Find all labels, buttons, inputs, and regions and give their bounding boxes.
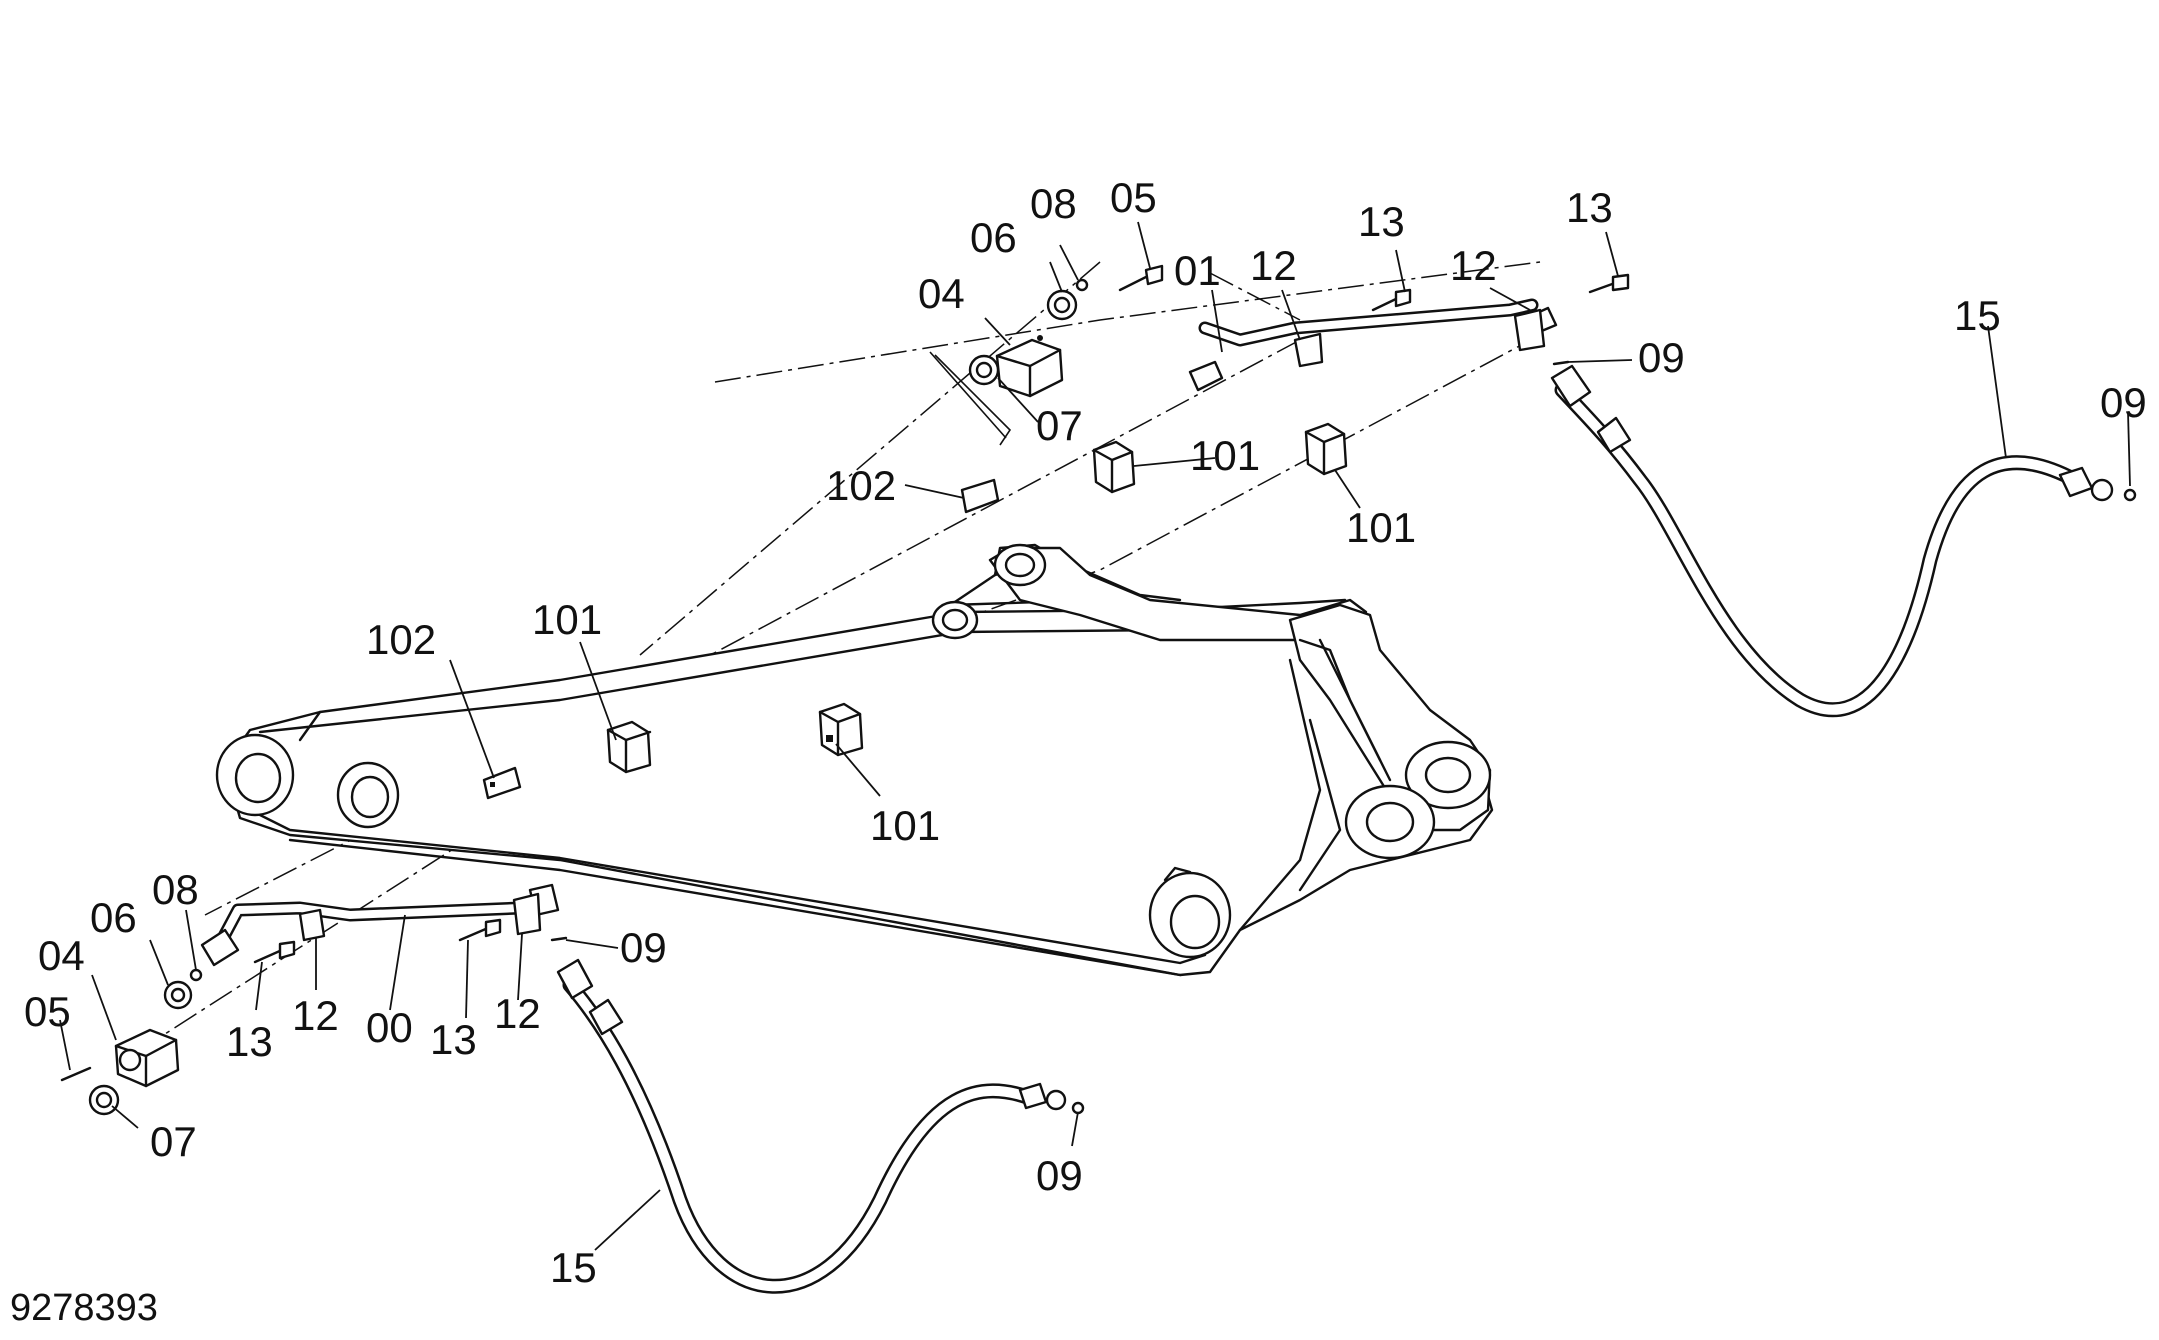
clamp-12-lower-b [512,892,542,936]
callout-13-bottom-b: 13 [430,1016,477,1063]
pipe-01 [1188,298,1558,392]
clamp-101-on-boom-right [818,702,864,757]
callout-13-top-b: 13 [1566,184,1613,231]
callout-05-bottom: 05 [24,988,71,1035]
callout-101-a: 101 [1190,432,1260,479]
hose-15-upper [1550,364,2137,718]
callout-101-d: 101 [870,802,940,849]
callout-12-bottom-a: 12 [292,992,339,1039]
block-04-lower [114,1028,180,1088]
callout-102-top: 102 [826,462,896,509]
callout-09-top-right: 09 [2100,379,2147,426]
boom-mounted-parts [482,702,864,800]
callout-12-top-a: 12 [1250,242,1297,289]
fitting-06-lower [163,980,193,1010]
callout-06-bottom: 06 [90,894,137,941]
clamp-12-lower-a [298,908,326,942]
callout-15-top: 15 [1954,292,2001,339]
bolt-13-upper-a [1371,288,1412,312]
clamp-12-upper-a [1293,332,1324,368]
upper-lug-plate [988,546,1368,642]
callout-101-b: 101 [1346,504,1416,551]
plug-07-upper [968,354,1000,386]
callout-12-bottom-b: 12 [494,990,541,1037]
clamp-12-upper-b [1513,308,1546,352]
callout-12-top-b: 12 [1450,242,1497,289]
callout-07-bottom: 07 [150,1118,197,1165]
bolt-13-upper-b [1588,273,1630,294]
oring-08-upper [1075,278,1089,292]
clamp-101-upper-b [1304,422,1348,476]
callout-13-top-a: 13 [1358,198,1405,245]
callout-101-c: 101 [532,596,602,643]
drawing-number: 9278393 [10,1287,158,1329]
callout-09-bottom-mid: 09 [620,924,667,971]
block-04-upper [995,335,1064,398]
pipe-00 [200,883,560,967]
leader-lines [59,221,2131,1251]
clamp-101-upper-a [1092,440,1136,494]
seal-09-lower [550,936,568,942]
callout-13-bottom-a: 13 [226,1018,273,1065]
bolt-13-lower-b [458,918,502,942]
plug-07-lower [88,1084,120,1116]
clamp-101-on-boom-left [606,720,652,774]
oring-08-lower [189,968,203,982]
callout-04-top: 04 [918,270,965,317]
upper-pipe-assembly [960,264,2137,718]
callout-08-bottom: 08 [152,866,199,913]
fitting-06-upper [1046,289,1078,321]
lower-pipe-assembly [60,883,1085,1294]
plate-102-upper [960,478,1000,514]
boom-arm [215,543,1494,977]
callout-102-mid: 102 [366,616,436,663]
callout-01: 01 [1174,247,1221,294]
callout-08-top: 08 [1030,180,1077,227]
bolt-13-lower-a [253,940,296,964]
callout-05-top: 05 [1110,174,1157,221]
plate-102-on-boom [482,766,522,800]
callout-15-bottom: 15 [550,1244,597,1291]
callout-labels: 08 05 06 01 12 13 12 13 04 15 09 09 07 1… [10,174,2147,1329]
callout-00: 00 [366,1004,413,1051]
bolt-05-lower [60,1048,142,1082]
callout-07-top: 07 [1036,402,1083,449]
bolt-05-upper [1118,264,1164,292]
callout-09-top-mid: 09 [1638,334,1685,381]
callout-09-bottom-right: 09 [1036,1152,1083,1199]
callout-04-bottom: 04 [38,932,85,979]
callout-06-top: 06 [970,214,1017,261]
hose-15-lower [556,958,1085,1294]
seal-09-upper [1552,360,1570,366]
